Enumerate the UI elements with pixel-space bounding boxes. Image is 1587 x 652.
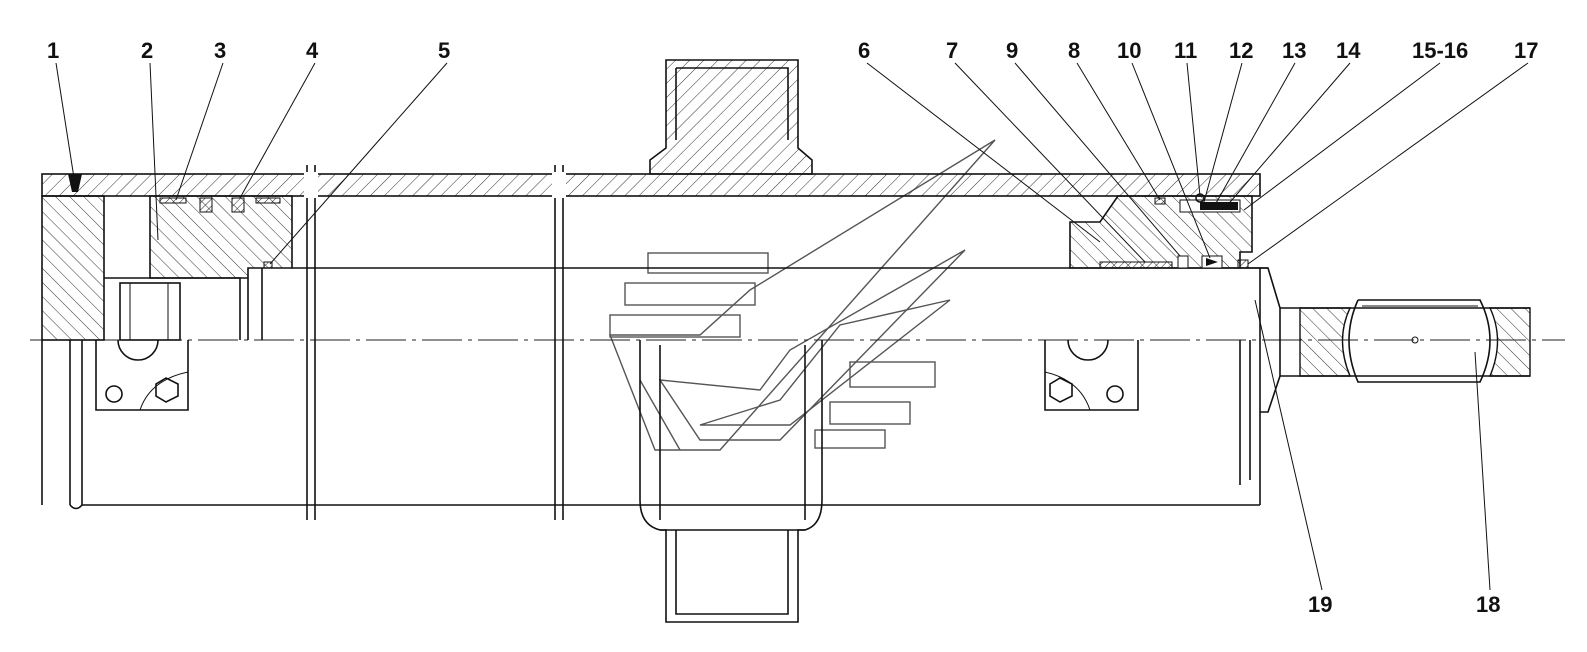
rear-end-cap [41,174,105,510]
rear-mount-lug [95,339,189,411]
front-mount-lug [1044,339,1139,411]
label-7: 7 [946,38,958,63]
watermark-logo [608,139,996,451]
label-4: 4 [306,38,319,63]
label-3: 3 [214,38,226,63]
label-17: 17 [1514,38,1538,63]
label-13: 13 [1282,38,1306,63]
label-15-16: 15-16 [1412,38,1468,63]
part-labels-bottom: 19 18 [1308,592,1500,617]
cylinder-tube-section [41,165,1261,520]
label-10: 10 [1117,38,1141,63]
label-14: 14 [1336,38,1361,63]
trunnion-bottom [639,340,823,623]
label-18: 18 [1476,592,1500,617]
label-12: 12 [1229,38,1253,63]
label-1: 1 [47,38,59,63]
gland-head [1069,193,1253,269]
part-labels-top: 1 2 3 4 5 6 7 9 8 10 11 12 13 14 15-16 1… [47,38,1538,63]
label-19: 19 [1308,592,1332,617]
label-5: 5 [438,38,450,63]
label-11: 11 [1174,38,1197,63]
rod-end [1239,267,1531,485]
label-2: 2 [141,38,153,63]
piston [149,195,293,279]
label-6: 6 [858,38,870,63]
label-8: 8 [1068,38,1080,63]
label-9: 9 [1006,38,1018,63]
rod-inner-end [104,268,263,341]
trunnion-top [649,59,813,175]
leader-lines [55,62,1529,591]
